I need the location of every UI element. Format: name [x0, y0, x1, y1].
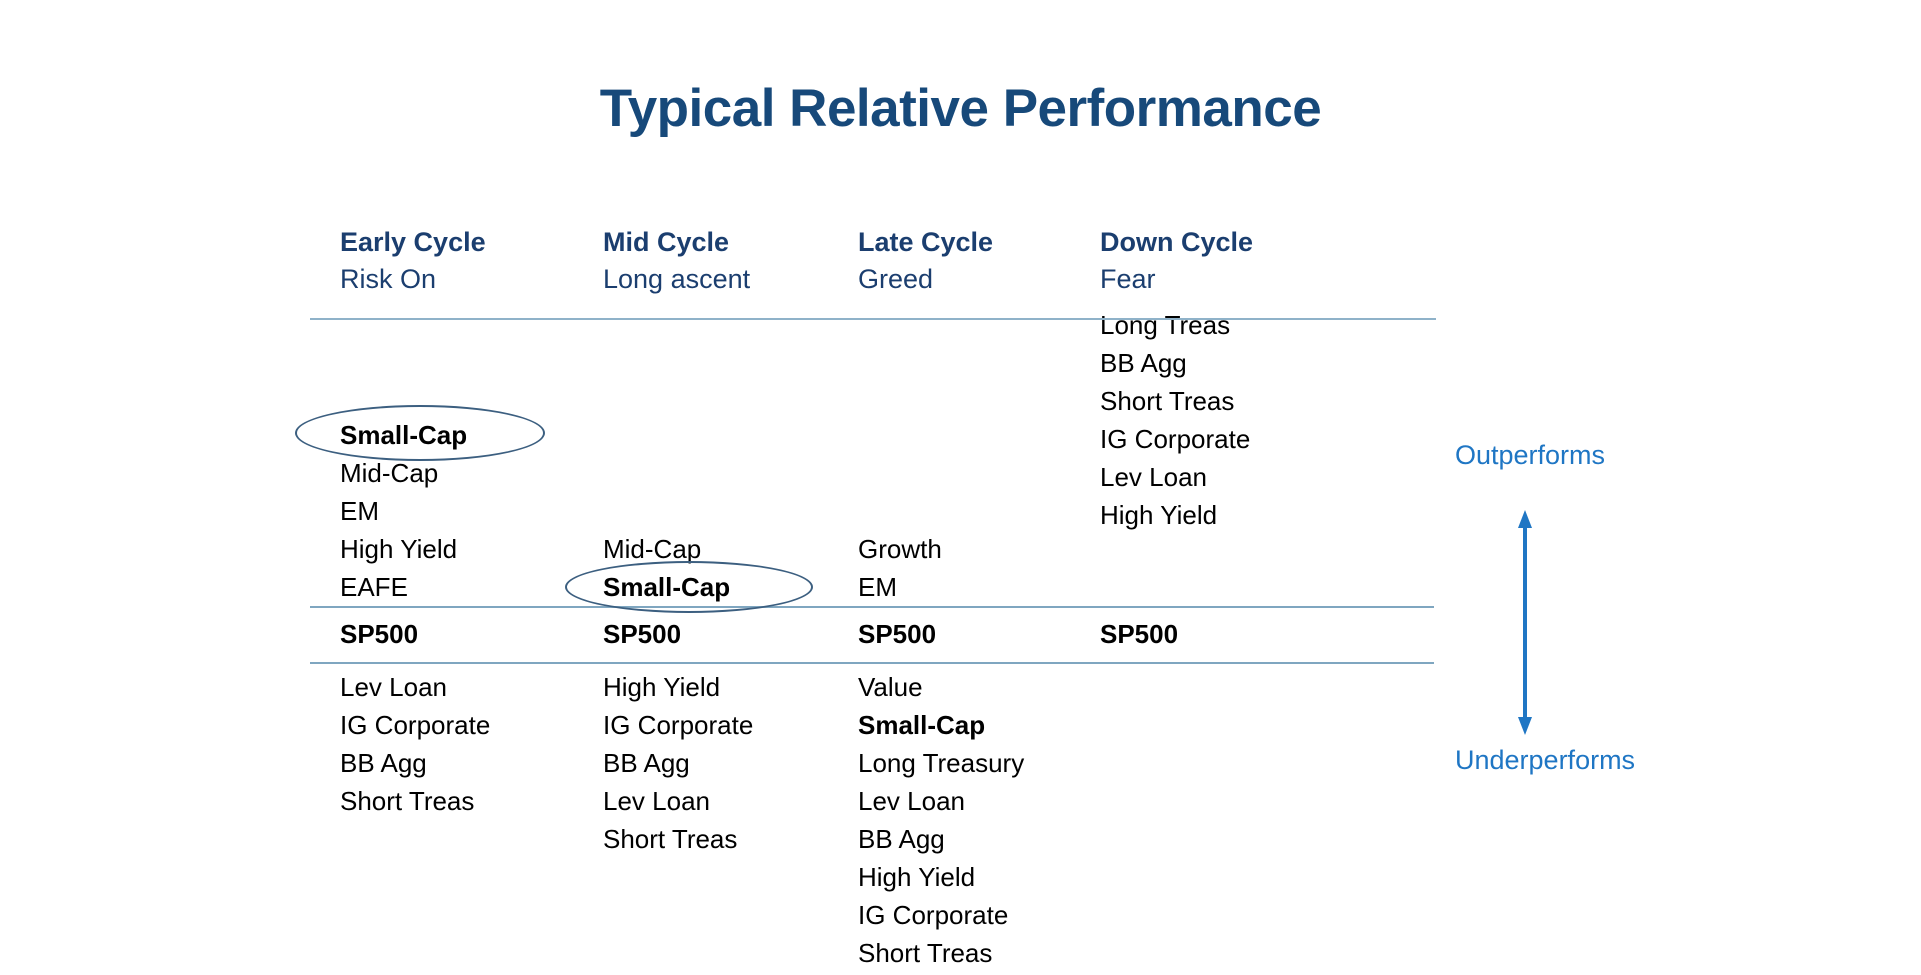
list-item: IG Corporate [858, 900, 1009, 930]
list-item: Short Treas [1100, 386, 1235, 416]
benchmark-item: SP500 [1100, 619, 1179, 649]
benchmark-item: SP500 [340, 619, 419, 649]
header-divider [310, 318, 1436, 320]
column-subtitle: Long ascent [603, 264, 751, 294]
list-item: BB Agg [603, 748, 690, 778]
list-item: Mid-Cap [603, 534, 702, 564]
column-header-early-cycle: Early Cycle Risk On [340, 225, 610, 299]
column-header-late-cycle: Late Cycle Greed [858, 225, 1128, 299]
list-item: Long Treasury [858, 748, 1025, 778]
list-item: High Yield [1100, 500, 1218, 530]
benchmark-divider-top [310, 606, 1434, 608]
list-item: Lev Loan [858, 786, 965, 816]
column-subtitle: Risk On [340, 264, 437, 294]
list-item: EAFE [340, 572, 408, 602]
list-item: Long Treas [1100, 310, 1231, 340]
benchmark-divider-bottom [310, 662, 1434, 664]
column-header-down-cycle: Down Cycle Fear [1100, 225, 1370, 299]
list-item: Short Treas [858, 938, 993, 968]
column-header-mid-cycle: Mid Cycle Long ascent [603, 225, 873, 299]
performance-legend: Outperforms Underperforms [1455, 440, 1755, 790]
list-item: Small-Cap [340, 420, 468, 450]
column-subtitle: Greed [858, 264, 934, 294]
page-title: Typical Relative Performance [599, 79, 1322, 138]
double-arrow-icon [1518, 510, 1532, 735]
legend-label-underperforms: Underperforms [1455, 745, 1636, 775]
column-title: Down Cycle [1100, 227, 1254, 257]
list-item: Growth [858, 534, 942, 564]
list-item: BB Agg [1100, 348, 1187, 378]
list-item: Small-Cap [858, 710, 986, 740]
list-item: EM [858, 572, 897, 602]
column-title: Early Cycle [340, 227, 486, 257]
list-item: High Yield [603, 672, 721, 702]
list-item: IG Corporate [340, 710, 491, 740]
column-title: Late Cycle [858, 227, 994, 257]
list-item: High Yield [858, 862, 976, 892]
legend-label-outperforms: Outperforms [1455, 440, 1606, 470]
list-item: Value [858, 672, 923, 702]
list-item: Short Treas [603, 824, 738, 854]
list-item: Lev Loan [603, 786, 710, 816]
cycle-comparison-table: Early Cycle Risk On Small-Cap Mid-Cap EM… [295, 225, 1440, 968]
list-item: BB Agg [858, 824, 945, 854]
list-item: IG Corporate [1100, 424, 1251, 454]
list-item: Small-Cap [603, 572, 731, 602]
list-item: High Yield [340, 534, 458, 564]
benchmark-item: SP500 [603, 619, 682, 649]
column-title: Mid Cycle [603, 227, 730, 257]
list-item: IG Corporate [603, 710, 754, 740]
list-item: BB Agg [340, 748, 427, 778]
list-item: Short Treas [340, 786, 475, 816]
benchmark-item: SP500 [858, 619, 937, 649]
list-item: Lev Loan [340, 672, 447, 702]
list-item: Lev Loan [1100, 462, 1207, 492]
list-item: EM [340, 496, 379, 526]
list-item: Mid-Cap [340, 458, 439, 488]
column-subtitle: Fear [1100, 264, 1156, 294]
